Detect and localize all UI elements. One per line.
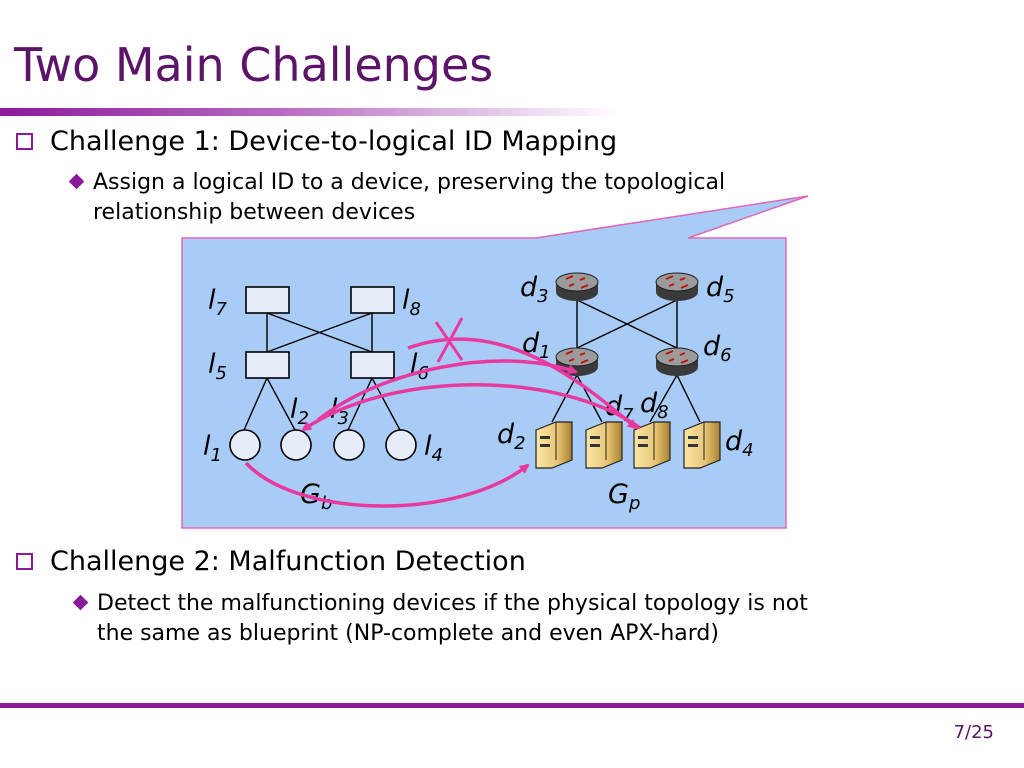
challenge-2-detail-line2: the same as blueprint (NP-complete and e…: [97, 621, 719, 646]
label-d2: d2: [497, 419, 526, 454]
label-l6: l6: [410, 349, 429, 384]
challenge-1-detail: Assign a logical ID to a device, preserv…: [68, 168, 893, 228]
title-underline: [0, 108, 620, 116]
label-l2: l2: [290, 394, 309, 429]
device-d3-switch-icon: [555, 272, 599, 301]
device-d7-server-icon: [585, 421, 623, 469]
challenge-2-text: Challenge 2: Malfunction Detection: [50, 546, 526, 577]
label-d6: d6: [703, 331, 732, 366]
device-d4-server-icon: [683, 421, 721, 469]
node-l2: [280, 429, 312, 461]
label-d5: d5: [706, 272, 735, 307]
label-d4: d4: [725, 426, 754, 461]
challenge-1-detail-line1: Assign a logical ID to a device, preserv…: [93, 170, 726, 195]
challenge-2-heading: Challenge 2: Malfunction Detection: [16, 546, 526, 577]
challenge-2-detail: Detect the malfunctioning devices if the…: [72, 589, 977, 649]
node-l5: [245, 351, 290, 379]
device-d6-switch-icon: [655, 347, 699, 376]
label-d3: d3: [520, 272, 549, 307]
node-l6: [350, 351, 395, 379]
device-d5-switch-icon: [655, 272, 699, 301]
label-l1: l1: [203, 431, 222, 466]
page-number: 7/25: [953, 722, 994, 743]
node-l7: [245, 286, 290, 314]
node-l4: [385, 429, 417, 461]
label-l7: l7: [208, 285, 228, 320]
footer-rule: [0, 703, 1024, 708]
square-bullet-icon: [16, 133, 33, 150]
challenge-2-detail-line1: Detect the malfunctioning devices if the…: [97, 591, 808, 616]
arrow-l2-d7: [407, 337, 638, 430]
label-d1: d1: [522, 328, 551, 363]
mismatch-x-icon: [434, 317, 464, 363]
mapping-arrows: [244, 337, 642, 508]
device-d8-server-icon: [633, 421, 671, 469]
node-l1: [229, 429, 261, 461]
label-l8: l8: [402, 285, 421, 320]
arrow-l1-d2: [244, 461, 530, 508]
node-l8: [350, 286, 395, 314]
challenge-1-heading: Challenge 1: Device-to-logical ID Mappin…: [16, 126, 618, 157]
device-d2-server-icon: [535, 421, 573, 469]
label-l5: l5: [208, 349, 227, 384]
label-gp: Gp: [608, 479, 640, 514]
arrow-d-to-l2: [301, 383, 642, 432]
arrow-l2-right: [316, 359, 578, 422]
label-l4: l4: [424, 431, 443, 466]
physical-edges: [551, 299, 701, 423]
label-gb: Gb: [300, 479, 332, 514]
node-l3: [333, 429, 365, 461]
challenge-1-text: Challenge 1: Device-to-logical ID Mappin…: [50, 126, 618, 157]
challenge-1-detail-line2: relationship between devices: [93, 200, 416, 225]
slide-title: Two Main Challenges: [14, 38, 494, 92]
square-bullet-icon: [16, 553, 33, 570]
label-d8: d8: [640, 388, 669, 423]
